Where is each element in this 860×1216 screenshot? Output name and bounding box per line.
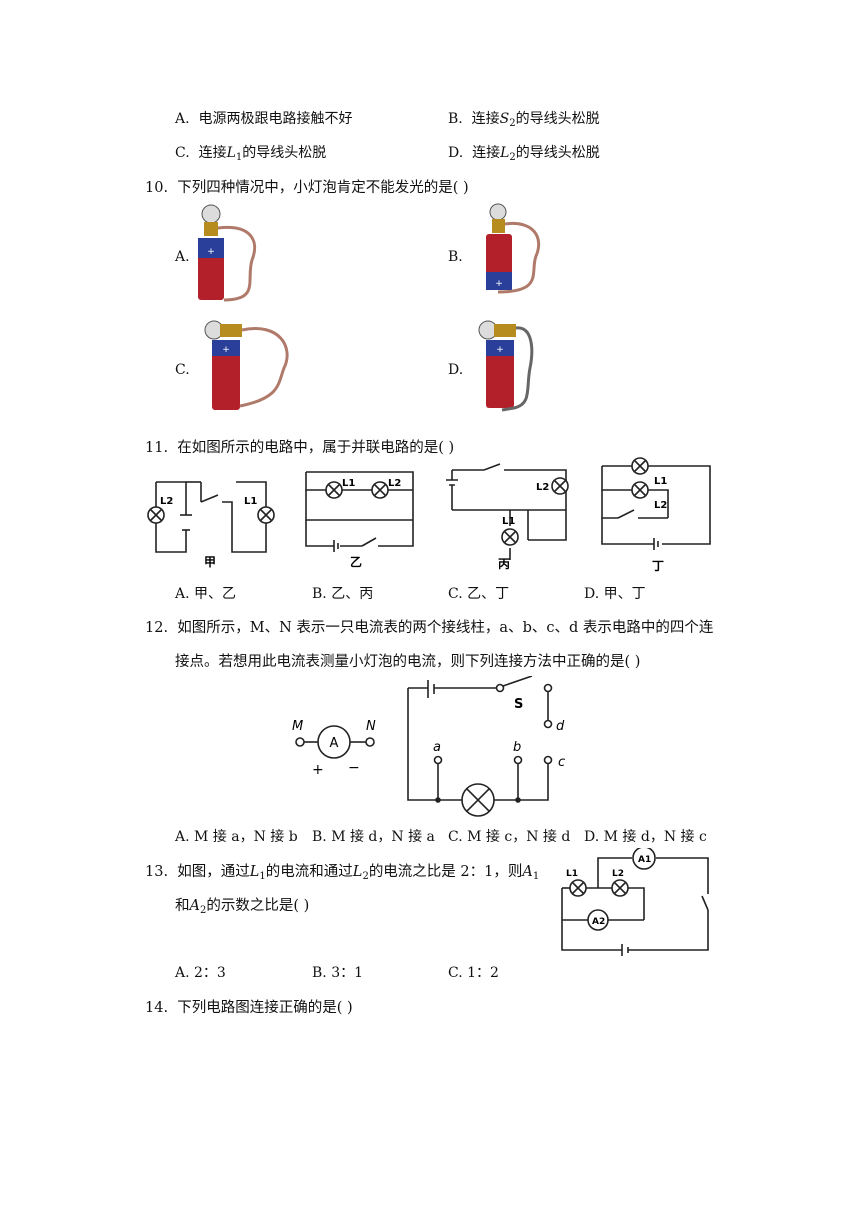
q12-option-d: D. M 接 d，N 接 c (584, 829, 707, 845)
q11-option-c: C. 乙、丁 (448, 586, 510, 602)
battery-figure-c: + (204, 320, 289, 410)
q11-option-a: A. 甲、乙 (175, 586, 237, 602)
q11-stem: 11. 在如图所示的电路中，属于并联电路的是( ) (145, 440, 455, 456)
lamp-label-l2: L2 (388, 478, 401, 489)
lamp-label-l2: L2 (612, 869, 624, 879)
q13-option-b: B. 3：1 (312, 965, 364, 981)
figure-label-ding: 丁 (652, 559, 664, 573)
lamp-label-l2: L2 (160, 496, 173, 507)
q12-stem-line1: 12. 如图所示，M、N 表示一只电流表的两个接线柱，a、b、c、d 表示电路中… (145, 620, 714, 636)
q12-option-c: C. M 接 c，N 接 d (448, 829, 571, 845)
minus-sign: − (348, 760, 360, 776)
point-a: a (433, 740, 441, 755)
q14-stem: 14. 下列电路图连接正确的是( ) (145, 1000, 353, 1016)
svg-text:+: + (495, 279, 503, 289)
q13-stem-line1: 13. 如图，通过L1的电流和通过L2的电流之比是 2：1，则A1 (145, 864, 540, 882)
meter-label-a1: A1 (638, 855, 651, 865)
q10-label-d: D. (448, 362, 464, 378)
q13-circuit: A1 A2 L1 L2 (561, 848, 709, 956)
point-b: b (513, 740, 521, 755)
svg-text:+: + (207, 247, 215, 257)
q10-label-b: B. (448, 249, 463, 265)
q9-option-d: D. 连接L2的导线头松脱 (448, 145, 600, 163)
q12-option-b: B. M 接 d，N 接 a (312, 829, 435, 845)
circuit-yi: L1 L2 乙 (305, 471, 414, 569)
q9-option-c: C. 连接L1的导线头松脱 (175, 145, 327, 163)
point-d: d (556, 719, 565, 734)
ammeter-figure: A M N + − (292, 719, 376, 778)
plus-sign: + (312, 762, 324, 778)
svg-text:+: + (496, 345, 504, 355)
q12-circuit: S d a b c (407, 676, 565, 817)
lamp-label-l1: L1 (502, 516, 515, 527)
terminal-m: M (292, 719, 303, 734)
figure-label-yi: 乙 (350, 555, 362, 569)
ammeter-symbol: A (330, 736, 339, 751)
lamp-label-l2: L2 (536, 482, 549, 493)
terminal-n: N (366, 719, 376, 734)
q13-stem-line2: 和A2的示数之比是( ) (175, 898, 310, 916)
lamp-label-l1: L1 (654, 476, 667, 487)
q9-option-a: A. 电源两极跟电路接触不好 (175, 111, 353, 127)
q13-option-c: C. 1：2 (448, 965, 499, 981)
figure-label-bing: 丙 (498, 557, 510, 571)
battery-figure-a: + (198, 204, 257, 302)
q12-stem-line2: 接点。若想用此电流表测量小灯泡的电流，则下列连接方法中正确的是( ) (175, 654, 641, 670)
q10-stem: 10. 下列四种情况中，小灯泡肯定不能发光的是( ) (145, 180, 469, 196)
switch-label-s: S (514, 697, 523, 712)
q10-label-c: C. (175, 362, 190, 378)
circuit-jia: L2 L1 甲 (147, 481, 275, 569)
svg-text:+: + (222, 345, 230, 355)
q11-option-b: B. 乙、丙 (312, 586, 374, 602)
lamp-label-l1: L1 (244, 496, 257, 507)
q9-option-b: B. 连接S2的导线头松脱 (448, 111, 600, 129)
q10-label-a: A. (175, 249, 190, 265)
q13-option-a: A. 2：3 (175, 965, 226, 981)
lamp-label-l2: L2 (654, 500, 667, 511)
q12-option-a: A. M 接 a，N 接 b (175, 829, 298, 845)
battery-figure-b: + (486, 203, 541, 294)
lamp-label-l1: L1 (566, 869, 578, 879)
q11-option-d: D. 甲、丁 (584, 586, 646, 602)
point-c: c (558, 755, 565, 770)
lamp-label-l1: L1 (342, 478, 355, 489)
circuit-ding: L1 L2 丁 (601, 457, 711, 573)
meter-label-a2: A2 (592, 917, 605, 927)
circuit-bing: L2 L1 丙 (446, 463, 569, 571)
figure-label-jia: 甲 (204, 555, 216, 569)
battery-figure-d: + (478, 320, 534, 412)
